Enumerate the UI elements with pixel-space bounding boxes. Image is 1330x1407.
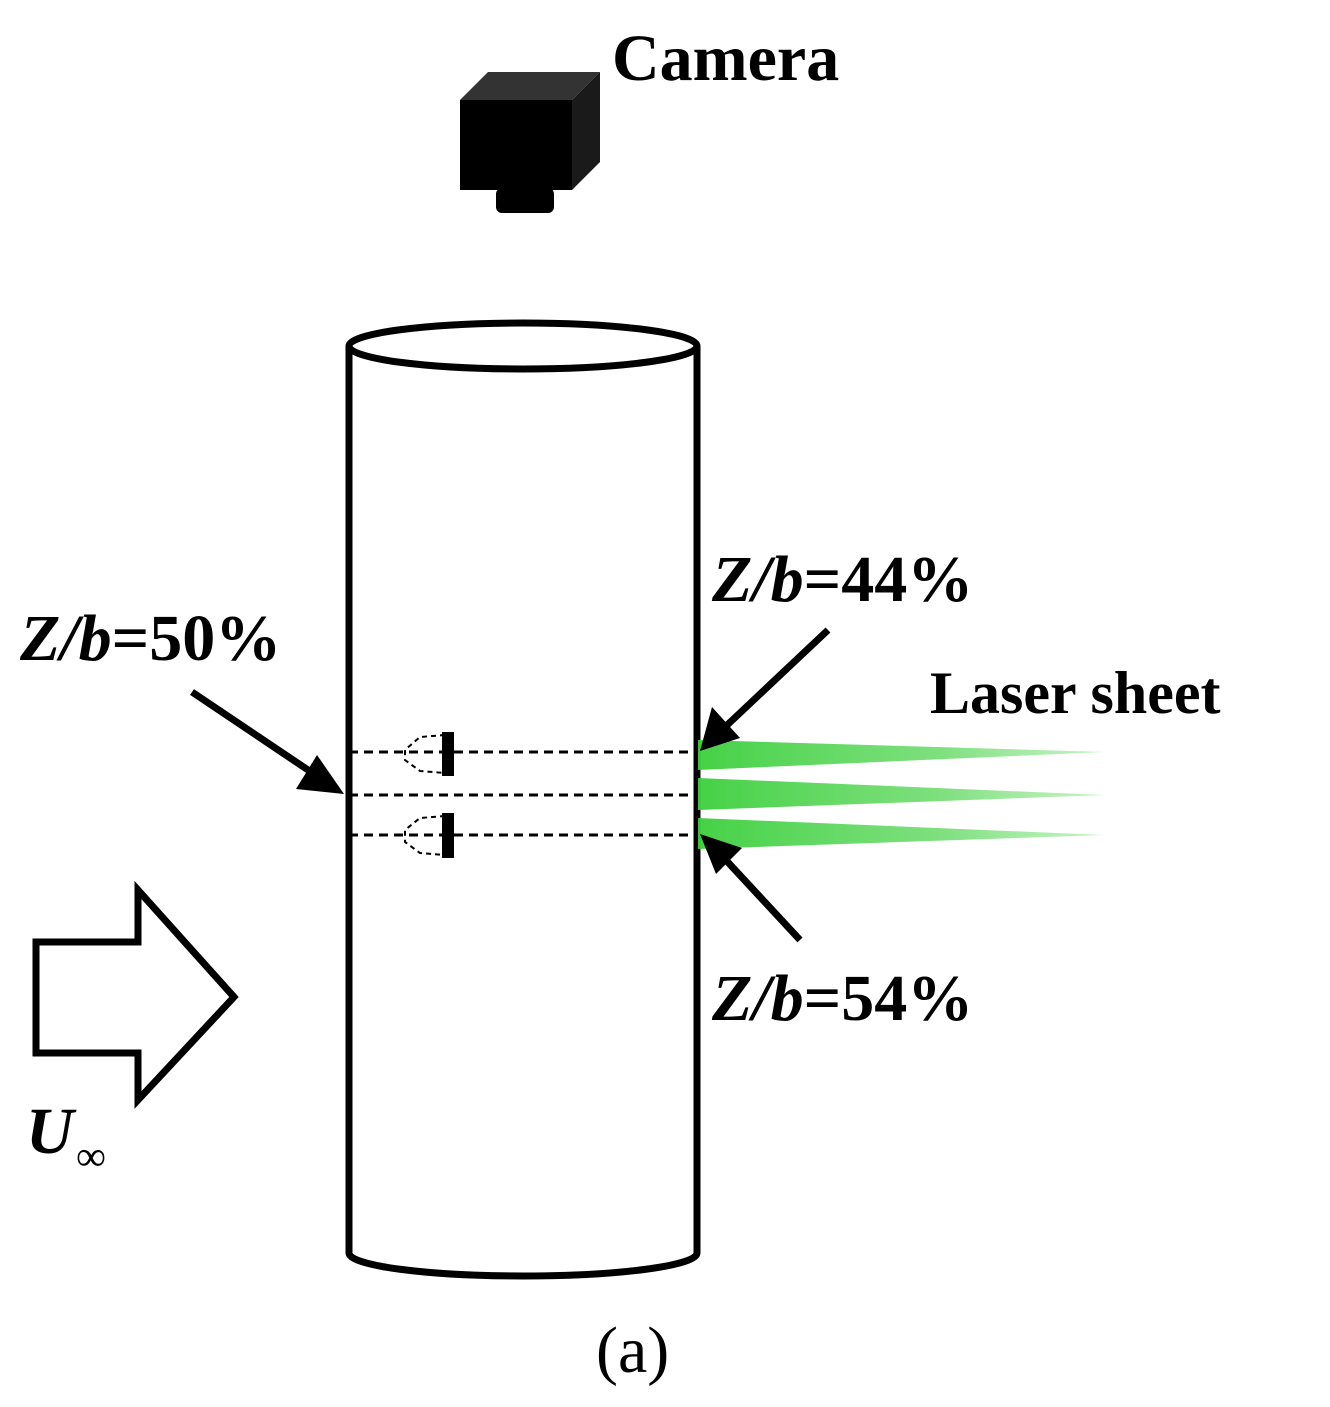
arrow-plane-upper <box>700 627 831 751</box>
plane-upper-var: Z/b <box>711 543 804 616</box>
camera-icon <box>460 72 600 213</box>
freestream-subscript: ∞ <box>76 1134 106 1180</box>
freestream-velocity-label: U <box>26 1095 77 1168</box>
plane-lower-label: Z/b=54% <box>711 962 973 1035</box>
cylinder-model <box>345 319 701 1280</box>
laser-sheet-upper <box>698 740 1105 770</box>
laser-sheet-mid <box>698 778 1105 810</box>
arrow-plane-mid <box>190 689 344 794</box>
plane-mid-value: =50% <box>112 602 282 675</box>
laser-sheet-label: Laser sheet <box>930 660 1221 726</box>
arrow-plane-lower <box>700 834 803 943</box>
optics-marker-lower <box>404 813 454 858</box>
plane-lower-value: =54% <box>804 962 974 1035</box>
plane-mid-label: Z/b=50% <box>19 602 281 675</box>
plane-mid-var: Z/b <box>19 602 112 675</box>
measurement-planes <box>349 750 697 837</box>
optics-marker-upper <box>404 732 454 776</box>
freestream-arrow <box>32 880 239 1109</box>
camera-label: Camera <box>612 22 839 95</box>
plane-lower-var: Z/b <box>711 962 804 1035</box>
plane-upper-label: Z/b=44% <box>711 543 973 616</box>
panel-label: (a) <box>596 1314 669 1387</box>
laser-sheets <box>698 740 1105 849</box>
laser-sheet-lower <box>698 818 1105 849</box>
plane-upper-value: =44% <box>804 543 974 616</box>
